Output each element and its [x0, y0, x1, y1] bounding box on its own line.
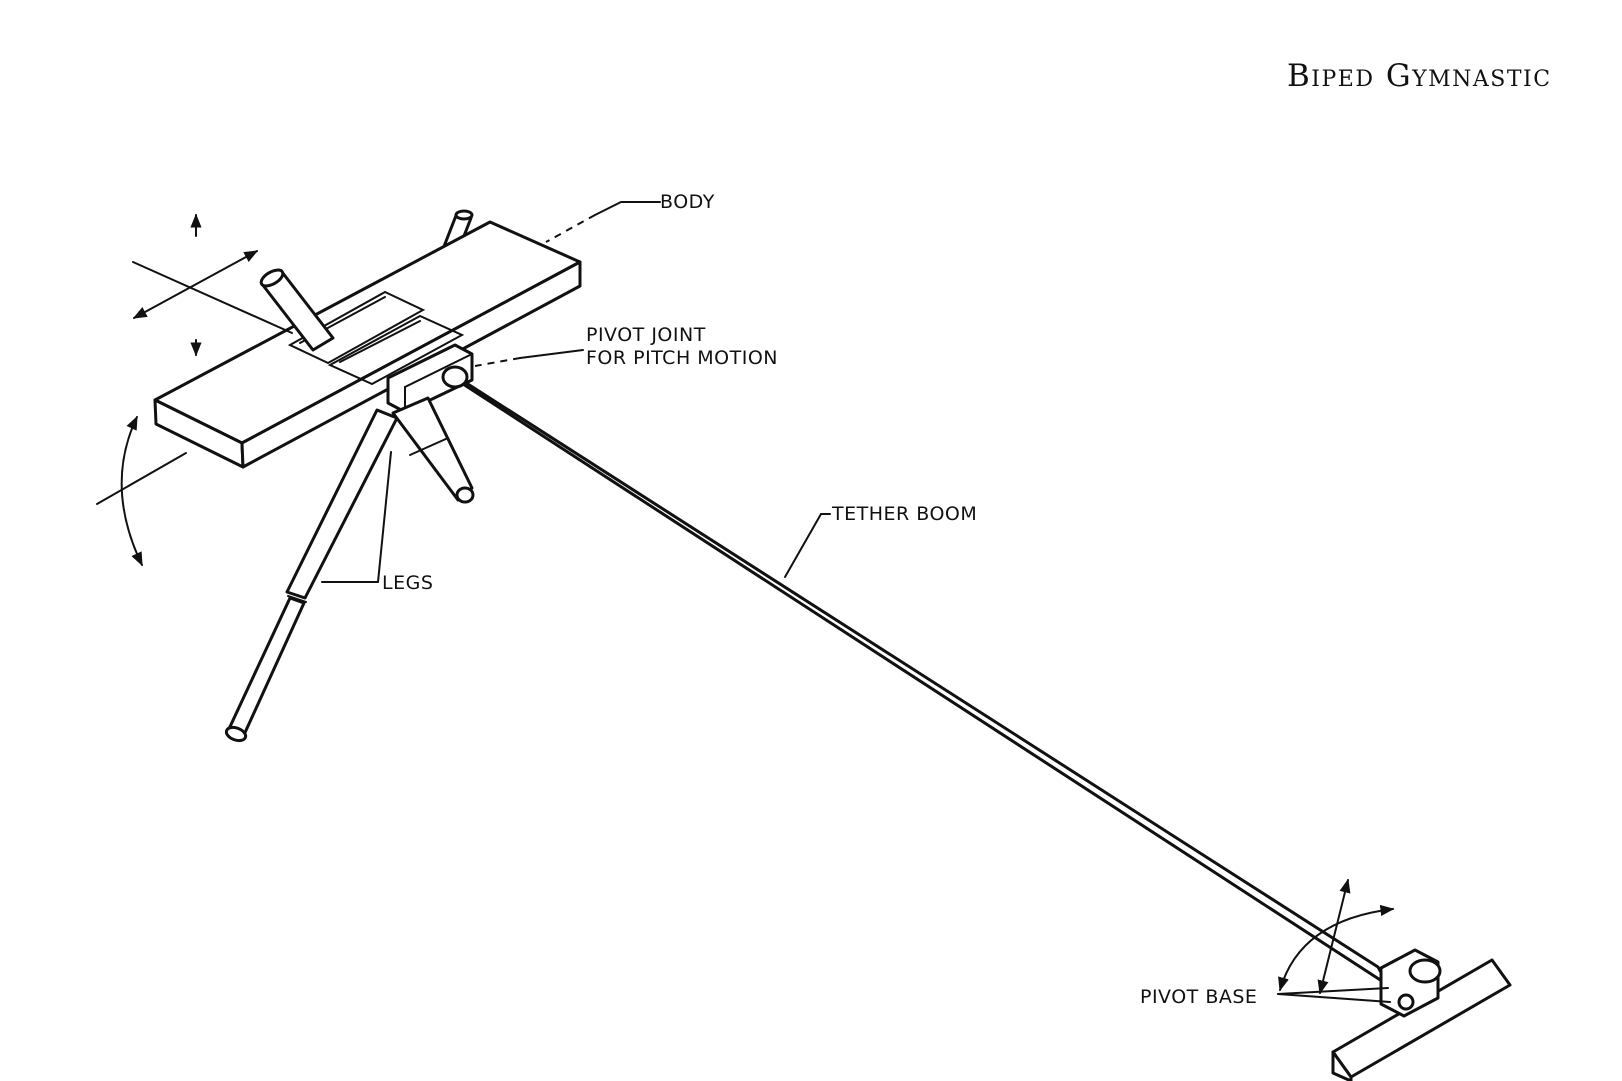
tether-boom — [441, 365, 1390, 987]
pivot-base-plate — [1331, 948, 1512, 1081]
base-motion-arrows — [1278, 878, 1395, 995]
pivot-base-label: PIVOT BASE — [1140, 986, 1258, 1008]
lower-leg-stub — [391, 396, 475, 504]
upper-leg-stub — [259, 268, 335, 352]
front-leg — [224, 408, 399, 743]
motion-arrows — [96, 213, 293, 567]
body-label: BODY — [660, 191, 715, 213]
page-header: Biped Gymnastic — [1287, 58, 1552, 94]
pivot-joint-label-line2: FOR PITCH MOTION — [586, 347, 778, 369]
legs-label: LEGS — [382, 572, 434, 594]
pivot-joint-label-line1: PIVOT JOINT — [586, 324, 706, 346]
tether-boom-label: TETHER BOOM — [832, 503, 978, 525]
leader-lines — [321, 201, 1391, 1003]
body-block — [153, 220, 582, 469]
